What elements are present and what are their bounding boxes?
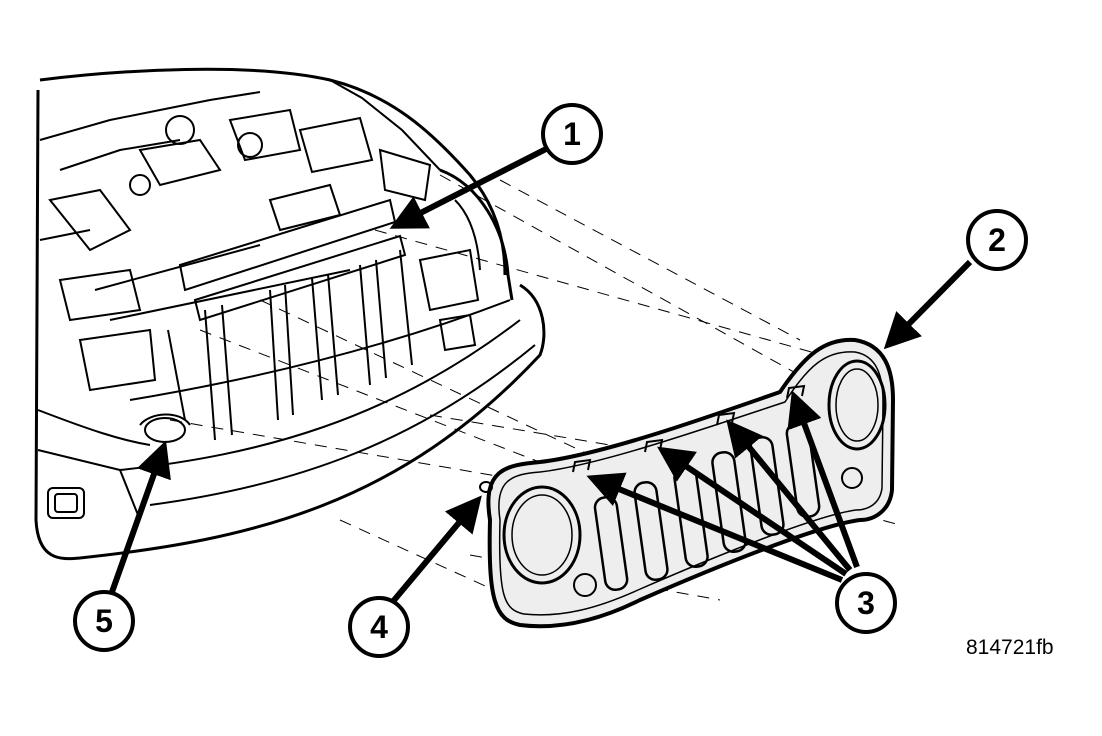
callout-number: 4 [370, 609, 388, 645]
callout-2: 2 [966, 209, 1028, 271]
leader-arrow-3d [787, 390, 860, 569]
leader-arrow-1 [389, 145, 550, 229]
leader-arrow-4 [387, 495, 482, 607]
grille [479, 337, 896, 629]
leader-arrow-2 [883, 259, 973, 350]
callout-4: 4 [348, 596, 410, 658]
vehicle-front-end [34, 67, 546, 561]
callout-number: 2 [988, 222, 1006, 258]
leader-arrows [109, 145, 973, 607]
callout-1: 1 [541, 103, 603, 165]
figure-id: 814721fb [966, 636, 1054, 659]
leader-arrow-5 [109, 440, 171, 594]
callout-number: 3 [857, 585, 875, 621]
leader-arrow-3c [726, 419, 853, 572]
callout-number: 5 [95, 603, 113, 639]
leader-arrow-3b [657, 446, 848, 577]
callout-number: 1 [563, 116, 581, 152]
callout-3: 3 [835, 572, 897, 634]
leader-arrow-3a [586, 472, 844, 583]
callout-5: 5 [73, 590, 135, 652]
